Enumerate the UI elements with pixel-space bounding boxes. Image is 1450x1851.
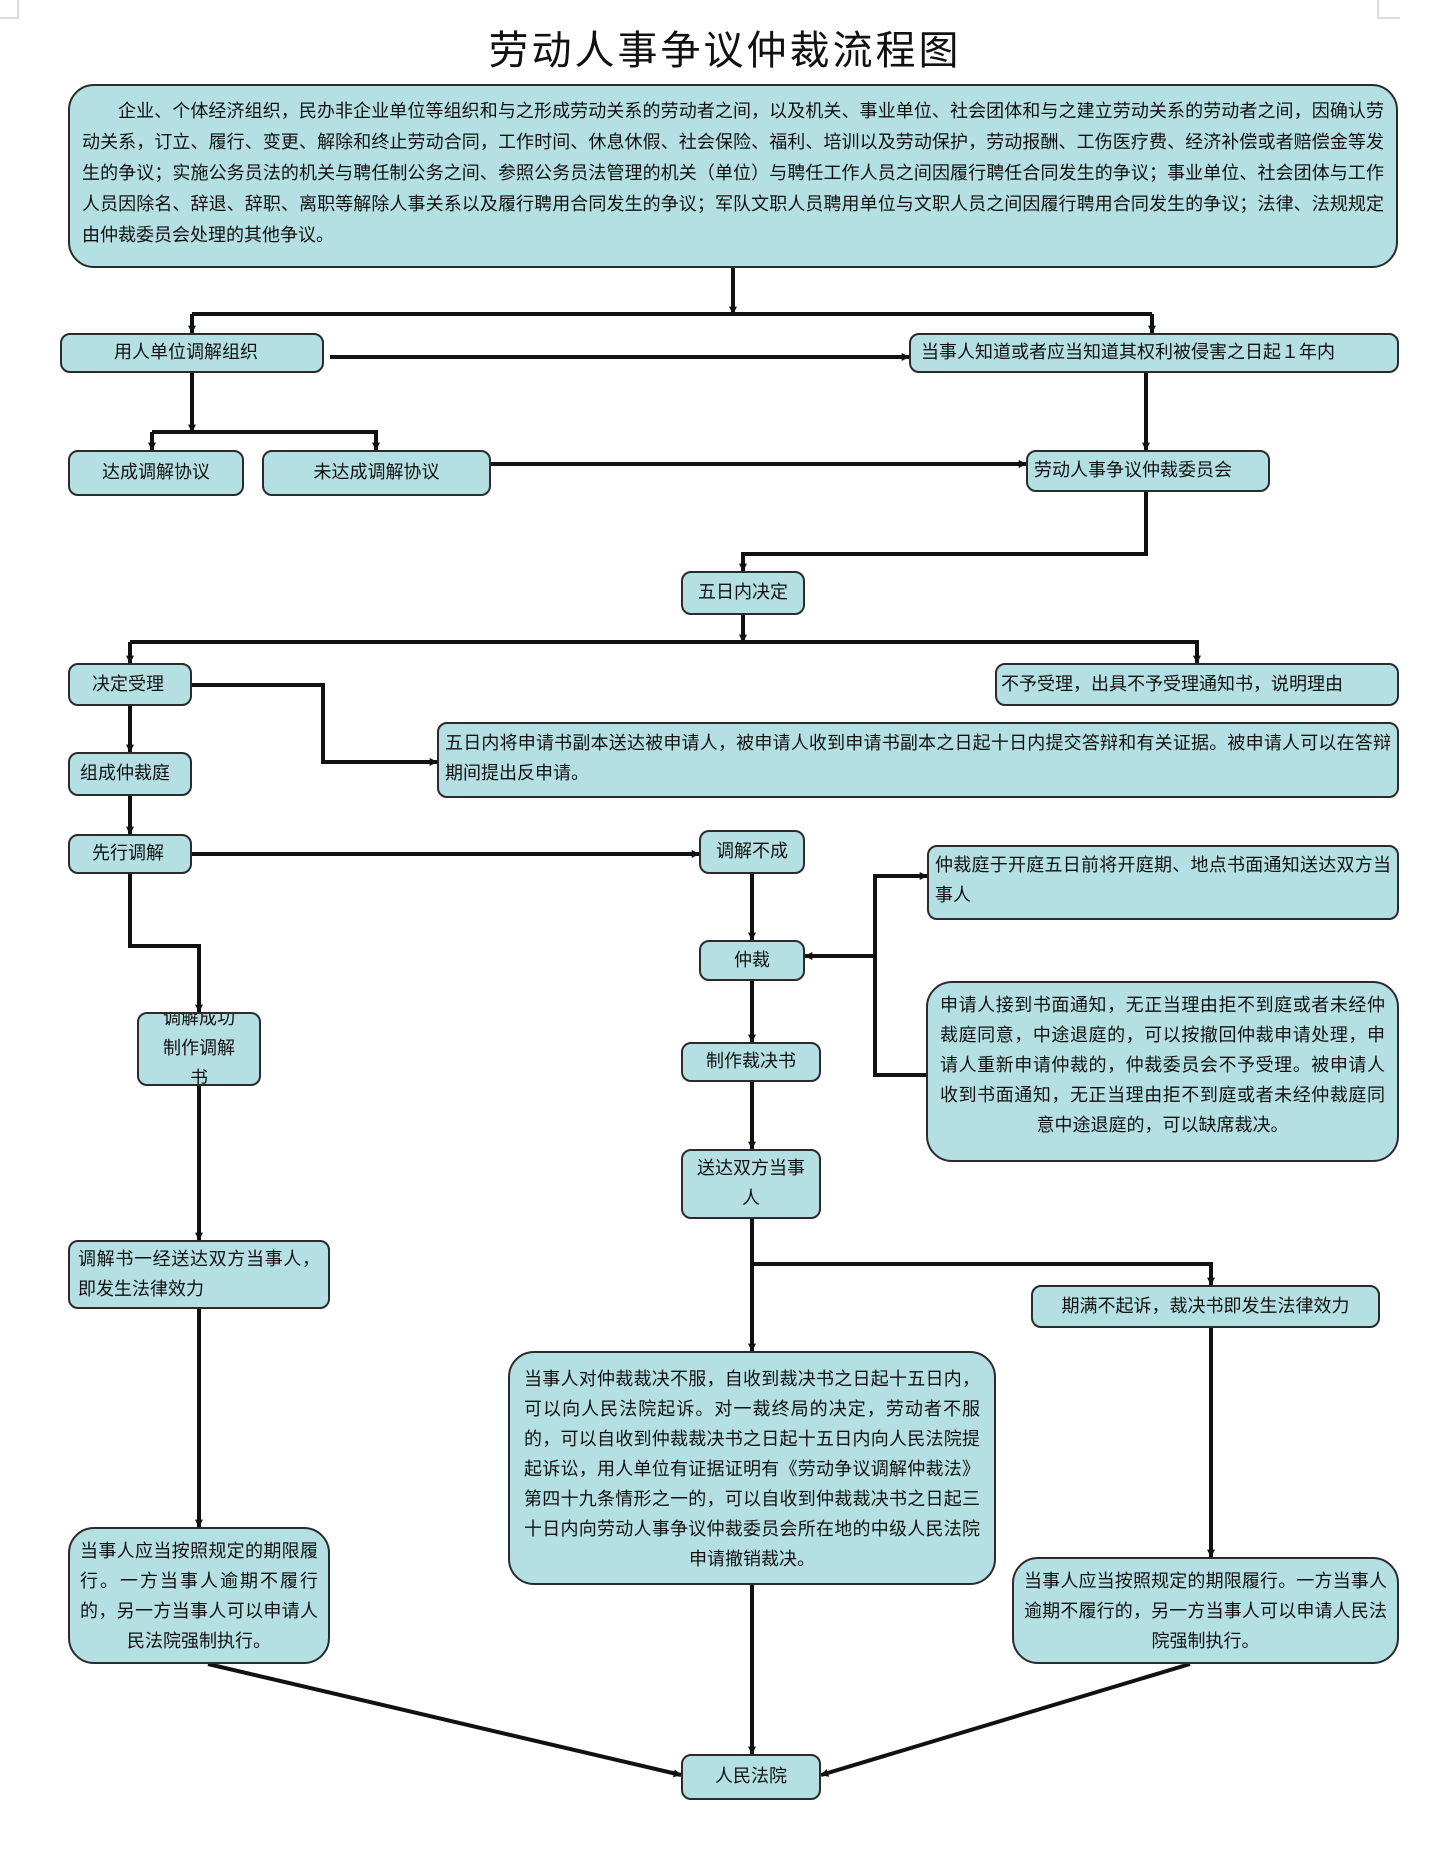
perform-left-box: 当事人应当按照规定的期限履行。一方当事人逾期不履行的，另一方当事人可以申请人民法… xyxy=(68,1527,330,1664)
no-mediation-agreement-box: 未达成调解协议 xyxy=(262,450,491,496)
absence-rules-box: 申请人接到书面通知，无正当理由拒不到庭或者未经仲裁庭同意，中途退庭的，可以按撤回… xyxy=(926,981,1399,1162)
serve-parties-box: 送达双方当事人 xyxy=(681,1149,821,1219)
perform-left-to-court-connector xyxy=(207,1662,682,1778)
award-effect-box: 期满不起诉，裁决书即发生法律效力 xyxy=(1031,1285,1380,1328)
dispute-scope-box: 企业、个体经济组织，民办非企业单位等组织和与之形成劳动关系的劳动者之间，以及机关… xyxy=(68,84,1398,268)
arbitration-to-hearing-notice-connector xyxy=(805,872,928,958)
connectors xyxy=(126,268,1215,1778)
five-day-decision-box: 五日内决定 xyxy=(681,571,805,615)
accept-to-serve-copy-connector xyxy=(192,683,438,766)
hearing-notice-box: 仲裁庭于开庭五日前将开庭期、地点书面通知送达双方当事人 xyxy=(927,845,1399,920)
crop-mark-top-left xyxy=(0,0,19,19)
court-box: 人民法院 xyxy=(681,1754,821,1800)
committee-to-five-days-connector xyxy=(739,492,1148,572)
mediation-effect-box: 调解书一经送达双方当事人，即发生法律效力 xyxy=(68,1240,330,1309)
pre-mediation-box: 先行调解 xyxy=(68,834,192,874)
arbitration-committee-box: 劳动人事争议仲裁委员会 xyxy=(1026,450,1270,492)
absence-rules-to-arbitration-connector xyxy=(804,952,926,1077)
employer-mediation-box: 用人单位调解组织 xyxy=(60,333,324,373)
reject-case-box: 不予受理，出具不予受理通知书，说明理由 xyxy=(995,663,1399,706)
page-title: 劳动人事争议仲裁流程图 xyxy=(488,28,962,74)
perform-right-box: 当事人应当按照规定的期限履行。一方当事人逾期不履行的，另一方当事人可以申请人民法… xyxy=(1012,1557,1399,1664)
crop-marks xyxy=(0,0,1400,19)
mediation-agreement-box: 达成调解协议 xyxy=(68,450,244,496)
to-no-mediation-agreement-connector xyxy=(152,430,380,451)
mediation-failed-box: 调解不成 xyxy=(699,830,805,874)
accept-case-box: 决定受理 xyxy=(68,663,192,706)
mediation-success-box: 调解成功制作调解书 xyxy=(137,1012,261,1086)
form-tribunal-box: 组成仲裁庭 xyxy=(68,752,192,796)
crop-mark-top-right xyxy=(1377,0,1400,19)
make-award-box: 制作裁决书 xyxy=(681,1042,821,1082)
split-to-employer-mediation-connector xyxy=(190,312,1152,333)
to-reject-connector xyxy=(130,640,1201,664)
time-limit-box: 当事人知道或者应当知道其权利被侵害之日起１年内 xyxy=(909,333,1399,373)
serve-parties-split-connector xyxy=(750,1219,1215,1286)
arbitration-box: 仲裁 xyxy=(699,940,805,981)
serve-copy-box: 五日内将申请书副本送达被申请人，被申请人收到申请书副本之日起十日内提交答辩和有关… xyxy=(437,722,1399,798)
perform-right-to-court-connector xyxy=(820,1662,1191,1777)
pre-mediation-to-success-connector xyxy=(128,874,203,1013)
appeal-box: 当事人对仲裁裁决不服，自收到裁决书之日起十五日内，可以向人民法院起诉。对一裁终局… xyxy=(508,1351,996,1585)
